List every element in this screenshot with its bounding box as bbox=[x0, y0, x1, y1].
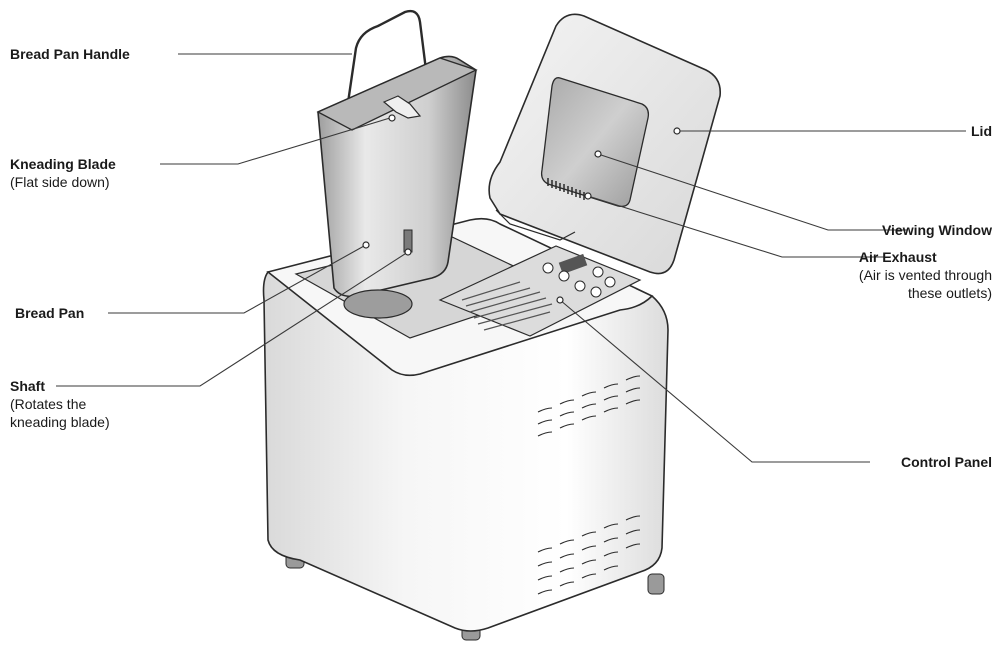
label-lid: Lid bbox=[971, 122, 992, 140]
dot-bread-pan bbox=[363, 242, 369, 248]
label-bread-pan-handle-title: Bread Pan Handle bbox=[10, 45, 130, 63]
label-shaft-note-2: kneading blade) bbox=[10, 413, 110, 431]
label-viewing-window-title: Viewing Window bbox=[882, 221, 992, 239]
dot-shaft bbox=[405, 249, 411, 255]
label-air-exhaust-note-2: these outlets) bbox=[859, 284, 992, 302]
label-air-exhaust: Air Exhaust (Air is vented through these… bbox=[859, 248, 992, 302]
label-kneading-blade: Kneading Blade (Flat side down) bbox=[10, 155, 116, 191]
pan-base bbox=[344, 290, 412, 318]
label-air-exhaust-note-1: (Air is vented through bbox=[859, 266, 992, 284]
dot-lid bbox=[674, 128, 680, 134]
label-shaft-title: Shaft bbox=[10, 377, 110, 395]
dot-air-exhaust bbox=[585, 193, 591, 199]
label-shaft-note-1: (Rotates the bbox=[10, 395, 110, 413]
label-bread-pan: Bread Pan bbox=[15, 304, 84, 322]
label-shaft: Shaft (Rotates the kneading blade) bbox=[10, 377, 110, 431]
foot-right bbox=[648, 574, 664, 594]
dot-viewing-window bbox=[595, 151, 601, 157]
label-control-panel: Control Panel bbox=[901, 453, 992, 471]
label-air-exhaust-title: Air Exhaust bbox=[859, 248, 992, 266]
label-kneading-blade-title: Kneading Blade bbox=[10, 155, 116, 173]
dot-kneading-blade bbox=[389, 115, 395, 121]
dot-control-panel bbox=[557, 297, 563, 303]
label-viewing-window: Viewing Window bbox=[882, 221, 992, 239]
label-lid-title: Lid bbox=[971, 122, 992, 140]
label-bread-pan-title: Bread Pan bbox=[15, 304, 84, 322]
label-bread-pan-handle: Bread Pan Handle bbox=[10, 45, 130, 63]
label-kneading-blade-note: (Flat side down) bbox=[10, 173, 116, 191]
label-control-panel-title: Control Panel bbox=[901, 453, 992, 471]
machine-body bbox=[264, 219, 669, 640]
